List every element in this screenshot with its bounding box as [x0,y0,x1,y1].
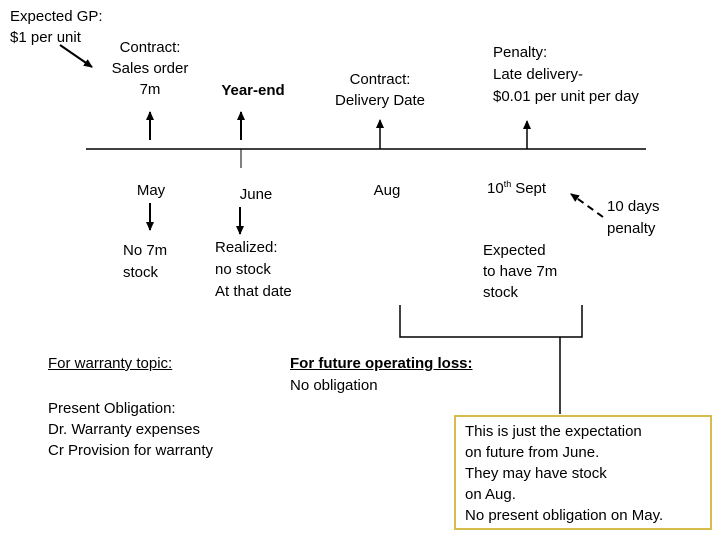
timeline-label-may: May [136,182,166,199]
present-obligation-line: Present Obligation: [48,400,176,417]
penalty-dashed-arrow [570,193,604,218]
callout-line3: They may have stock [465,465,607,482]
sept-note: Expected to have 7m stock [483,240,557,303]
contract-delivery-line2: Delivery Date [334,92,426,109]
june-note-line3: At that date [215,283,292,300]
dr-warranty-line: Dr. Warranty expenses [48,421,200,438]
penalty-note: Penalty: Late delivery- $0.01 per unit p… [493,42,639,108]
expectation-callout-box: This is just the expectation on future f… [454,415,712,530]
may-note-line1: No 7m [123,242,168,259]
penalty-line2: Late delivery- [493,66,584,83]
contract-sales-line3: 7m [139,81,161,98]
timeline-label-june: June [239,186,273,203]
sept-month: Sept [515,180,547,197]
callout-line5: No present obligation on May. [465,507,664,524]
no-obligation-note: No obligation [290,377,378,394]
contract-delivery-line1: Contract: [349,71,411,88]
sept-note-line2: to have 7m [483,263,558,280]
june-note: Realized: no stock At that date [215,237,292,303]
contract-delivery-note: Contract: Delivery Date [320,69,440,111]
warranty-topic-heading: For warranty topic: [48,355,173,372]
warranty-obligation-note: Present Obligation: Dr. Warranty expense… [48,398,213,461]
gp-to-contract-arrow [59,44,93,68]
cr-provision-line: Cr Provision for warranty [48,442,214,459]
may-note: No 7m stock [123,240,167,284]
penalty-days-line1: 10 days [607,198,660,215]
june-note-line2: no stock [215,261,271,278]
expected-gp-note: Expected GP: $1 per unit [10,6,103,48]
penalty-line3: $0.01 per unit per day [493,88,639,105]
sept-ordinal: th [503,179,512,189]
callout-line1: This is just the expectation [465,423,642,440]
expected-gp-line2: $1 per unit [10,29,81,46]
sept-note-line3: stock [483,284,519,301]
sept-day: 10 [487,180,504,197]
future-loss-heading: For future operating loss: [290,355,473,372]
contract-sales-line1: Contract: [119,39,181,56]
expected-gp-line1: Expected GP: [10,8,103,25]
penalty-line1: Penalty: [493,44,548,61]
timeline-label-aug: Aug [373,182,401,199]
june-note-line1: Realized: [215,239,278,256]
contract-sales-line2: Sales order [111,60,189,77]
may-note-line2: stock [123,264,159,281]
penalty-days-note: 10 days penalty [607,196,660,240]
contract-sales-order-note: Contract: Sales order 7m [95,37,205,100]
aug-sept-bracket [399,305,583,338]
penalty-days-line2: penalty [607,220,656,237]
callout-line2: on future from June. [465,444,600,461]
callout-line4: on Aug. [465,486,516,503]
year-end-label: Year-end [221,82,285,99]
sept-note-line1: Expected [483,242,546,259]
